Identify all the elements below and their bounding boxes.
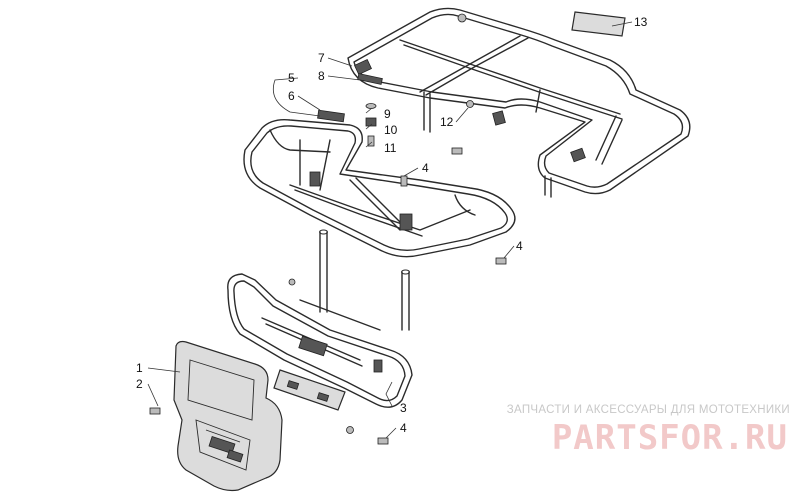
callout-3: 3 bbox=[400, 401, 407, 415]
callout-6: 6 bbox=[288, 89, 295, 103]
callout-2: 2 bbox=[136, 377, 143, 391]
callout-4c: 4 bbox=[400, 421, 407, 435]
hardware bbox=[149, 73, 507, 445]
callout-12: 12 bbox=[440, 115, 454, 129]
callout-1: 1 bbox=[136, 361, 143, 375]
callout-4a: 4 bbox=[422, 161, 429, 175]
callout-13: 13 bbox=[634, 15, 648, 29]
watermark-caption: ЗАПЧАСТИ И АКСЕССУАРЫ ДЛЯ МОТОТЕХНИКИ bbox=[506, 404, 790, 416]
callout-10: 10 bbox=[384, 123, 398, 137]
watermark-logo: PARTSFOR.RU bbox=[551, 418, 788, 458]
bumper-frame bbox=[227, 229, 413, 434]
front-rack bbox=[243, 109, 516, 258]
callout-labels: 13 7 8 5 6 9 10 11 12 4 4 3 4 1 2 bbox=[136, 15, 648, 435]
callout-8: 8 bbox=[318, 69, 325, 83]
callout-9: 9 bbox=[384, 107, 391, 121]
callout-5: 5 bbox=[288, 71, 295, 85]
callout-4b: 4 bbox=[516, 239, 523, 253]
brush-guard bbox=[173, 340, 283, 492]
leader-lines bbox=[147, 21, 633, 439]
decal-13 bbox=[571, 11, 626, 37]
rear-rack bbox=[347, 7, 691, 198]
callout-7: 7 bbox=[318, 51, 325, 65]
callout-11: 11 bbox=[384, 141, 397, 155]
